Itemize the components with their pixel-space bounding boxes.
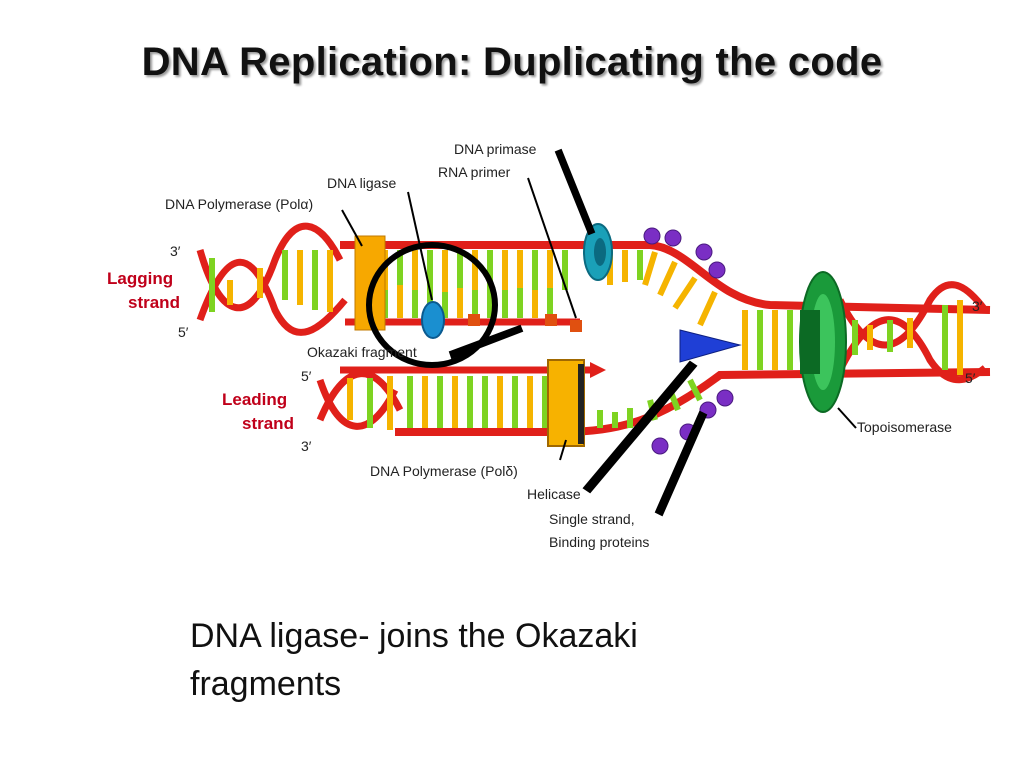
rna-primer-marks: [468, 314, 582, 332]
label-helicase: Helicase: [527, 486, 581, 502]
label-end-lagging-bottom: 5′: [178, 324, 189, 340]
ligase-highlight-circle: [366, 242, 498, 368]
label-polymerase-alpha: DNA Polymerase (Polα): [165, 196, 313, 212]
label-rna-primer: RNA primer: [438, 164, 511, 180]
label-dna-primase: DNA primase: [454, 141, 537, 157]
topoisomerase-shape: [799, 271, 847, 413]
label-dna-ligase: DNA ligase: [327, 175, 396, 191]
label-polymerase-delta: DNA Polymerase (Polδ): [370, 463, 518, 479]
caption: DNA ligase- joins the Okazaki fragments: [190, 612, 790, 708]
slide-title: DNA Replication: Duplicating the code: [141, 40, 883, 84]
label-end-leading-top: 5′: [301, 368, 312, 384]
lagging-left-pairs: [209, 250, 333, 312]
label-lagging-line2: strand: [128, 293, 180, 312]
label-leading-line2: strand: [242, 414, 294, 433]
label-leading-line1: Leading: [222, 390, 287, 409]
dna-replication-diagram: DNA primase RNA primer DNA ligase DNA Po…: [107, 141, 991, 550]
caption-line-2: fragments: [190, 665, 342, 703]
label-end-right-bottom: 5′: [965, 370, 976, 386]
left-helix-upper: [196, 222, 348, 336]
leading-new-arrowhead: [590, 362, 606, 378]
helicase-shape: [679, 329, 742, 363]
dna-ligase-shape: [421, 301, 445, 339]
label-topoisomerase: Topoisomerase: [857, 419, 952, 435]
label-end-lagging-top: 3′: [170, 243, 181, 259]
label-end-leading-bottom: 3′: [301, 438, 312, 454]
polymerase-delta-shape: [547, 359, 585, 447]
lagging-parent-backbone: [340, 241, 991, 314]
label-okazaki-fragment: Okazaki fragment: [307, 344, 417, 360]
label-ssb-line1: Single strand,: [549, 511, 635, 527]
pointer-lines: [341, 148, 857, 517]
label-end-right-top: 3′: [972, 298, 983, 314]
caption-line-1: DNA ligase- joins the Okazaki: [190, 617, 638, 655]
right-helix: [836, 281, 988, 384]
dna-primase-hole: [594, 238, 606, 266]
label-ssb-line2: Binding proteins: [549, 534, 649, 550]
right-duplex-pairs: [742, 300, 963, 375]
label-lagging-line1: Lagging: [107, 269, 173, 288]
